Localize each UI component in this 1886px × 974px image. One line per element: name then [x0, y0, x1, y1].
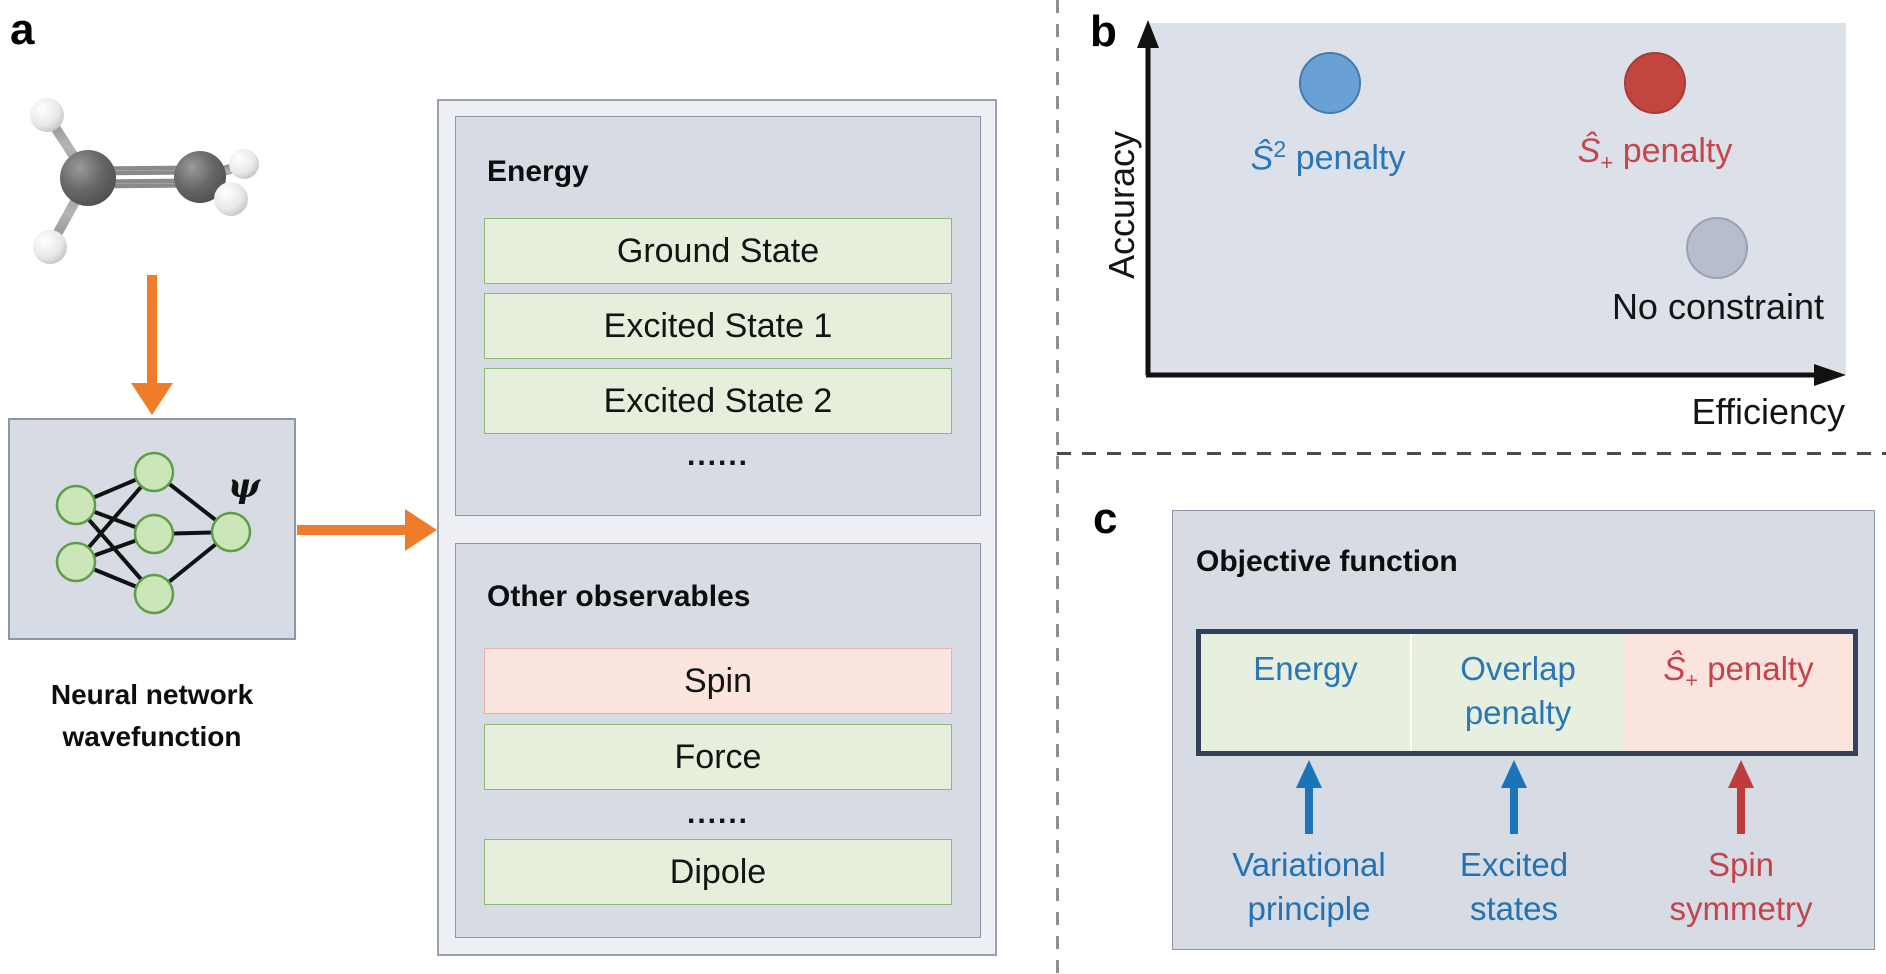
no-constraint-point [1686, 217, 1748, 279]
splus-penalty-label: Ŝ+ penalty [1535, 131, 1775, 175]
hydrogen-atom [30, 98, 64, 132]
splus-subscript: + [1600, 149, 1614, 175]
panel-b-label: b [1090, 7, 1117, 56]
ethylene-molecule-image [30, 98, 259, 264]
neural-network-box: ψ [8, 418, 296, 640]
vertical-dashed-divider [1056, 0, 1059, 974]
plot-area [1150, 23, 1846, 375]
psi-symbol: ψ [228, 466, 261, 506]
carbon-atom [174, 151, 226, 203]
energy-group-title: Energy [487, 155, 589, 188]
s-hat-symbol: Ŝ [1250, 139, 1274, 178]
up-arrow-icon-excited [1501, 760, 1527, 834]
panel-c-label: c [1093, 494, 1118, 543]
segment-splus-penalty: Ŝ+penalty [1624, 634, 1853, 751]
observables-row-dipole: Dipole [484, 839, 952, 905]
neural-network-diagram [55, 451, 252, 615]
right-arrow-icon [297, 509, 437, 551]
y-axis-label: Accuracy [1101, 130, 1142, 280]
energy-row-excited-state-2: Excited State 2 [484, 368, 952, 434]
energy-ellipsis: ...... [686, 439, 749, 472]
energy-row-excited-state-1: Excited State 1 [484, 293, 952, 359]
nn-caption-line1: Neural network [50, 679, 254, 710]
s2-penalty-label: Ŝ2 penalty [1208, 129, 1448, 177]
splus-subscript: + [1685, 668, 1698, 693]
x-axis-arrowhead-icon [1814, 364, 1846, 386]
hydrogen-atom [229, 149, 259, 179]
annotation-variational-principle: Variational principle [1232, 846, 1386, 927]
s2-penalty-point [1299, 52, 1361, 114]
plot-axes [1137, 20, 1846, 386]
s-hat-symbol: Ŝ [1663, 650, 1686, 687]
segment-energy: Energy [1201, 634, 1411, 751]
outputs-container: Energy Ground State Excited State 1 Exci… [437, 99, 997, 956]
splus-penalty-point [1624, 52, 1686, 114]
nn-caption-line2: wavefunction [62, 721, 242, 752]
annotation-excited-states: Excited states [1459, 846, 1569, 927]
observables-row-spin: Spin [484, 648, 952, 714]
s-hat-symbol: Ŝ [1577, 132, 1601, 170]
annotation-spin-symmetry: Spin symmetry [1669, 846, 1813, 927]
segment-overlap-penalty: Overlap penalty [1410, 634, 1625, 751]
s2-penalty-text: penalty [1295, 139, 1406, 178]
observables-ellipsis: ...... [686, 797, 749, 830]
observables-row-force: Force [484, 724, 952, 790]
s2-superscript: 2 [1273, 136, 1287, 162]
carbon-atom [60, 150, 116, 206]
x-axis-label: Efficiency [1691, 391, 1845, 432]
objective-bar: Energy Overlap penalty Ŝ+penalty [1196, 629, 1858, 756]
network-nodes [55, 451, 252, 615]
down-arrow-icon [131, 275, 173, 415]
hydrogen-atom [214, 182, 248, 216]
nn-caption: Neural network wavefunction [0, 674, 304, 758]
up-arrow-icon-variational [1296, 760, 1322, 834]
splus-penalty-text: penalty [1622, 132, 1733, 170]
horizontal-dashed-divider [1057, 452, 1886, 455]
objective-function-title: Objective function [1196, 545, 1458, 578]
energy-row-ground-state: Ground State [484, 218, 952, 284]
objective-function-box: Objective function Energy Overlap penalt… [1172, 510, 1875, 950]
y-axis-arrowhead-icon [1137, 20, 1159, 48]
hydrogen-atom [33, 230, 67, 264]
observables-group-title: Other observables [487, 580, 751, 613]
panel-a-label: a [10, 5, 35, 54]
observables-group: Other observables Spin Force ...... Dipo… [455, 543, 981, 938]
energy-group: Energy Ground State Excited State 1 Exci… [455, 116, 981, 516]
up-arrow-icon-spin [1728, 760, 1754, 834]
no-constraint-label: No constraint [1611, 286, 1825, 327]
